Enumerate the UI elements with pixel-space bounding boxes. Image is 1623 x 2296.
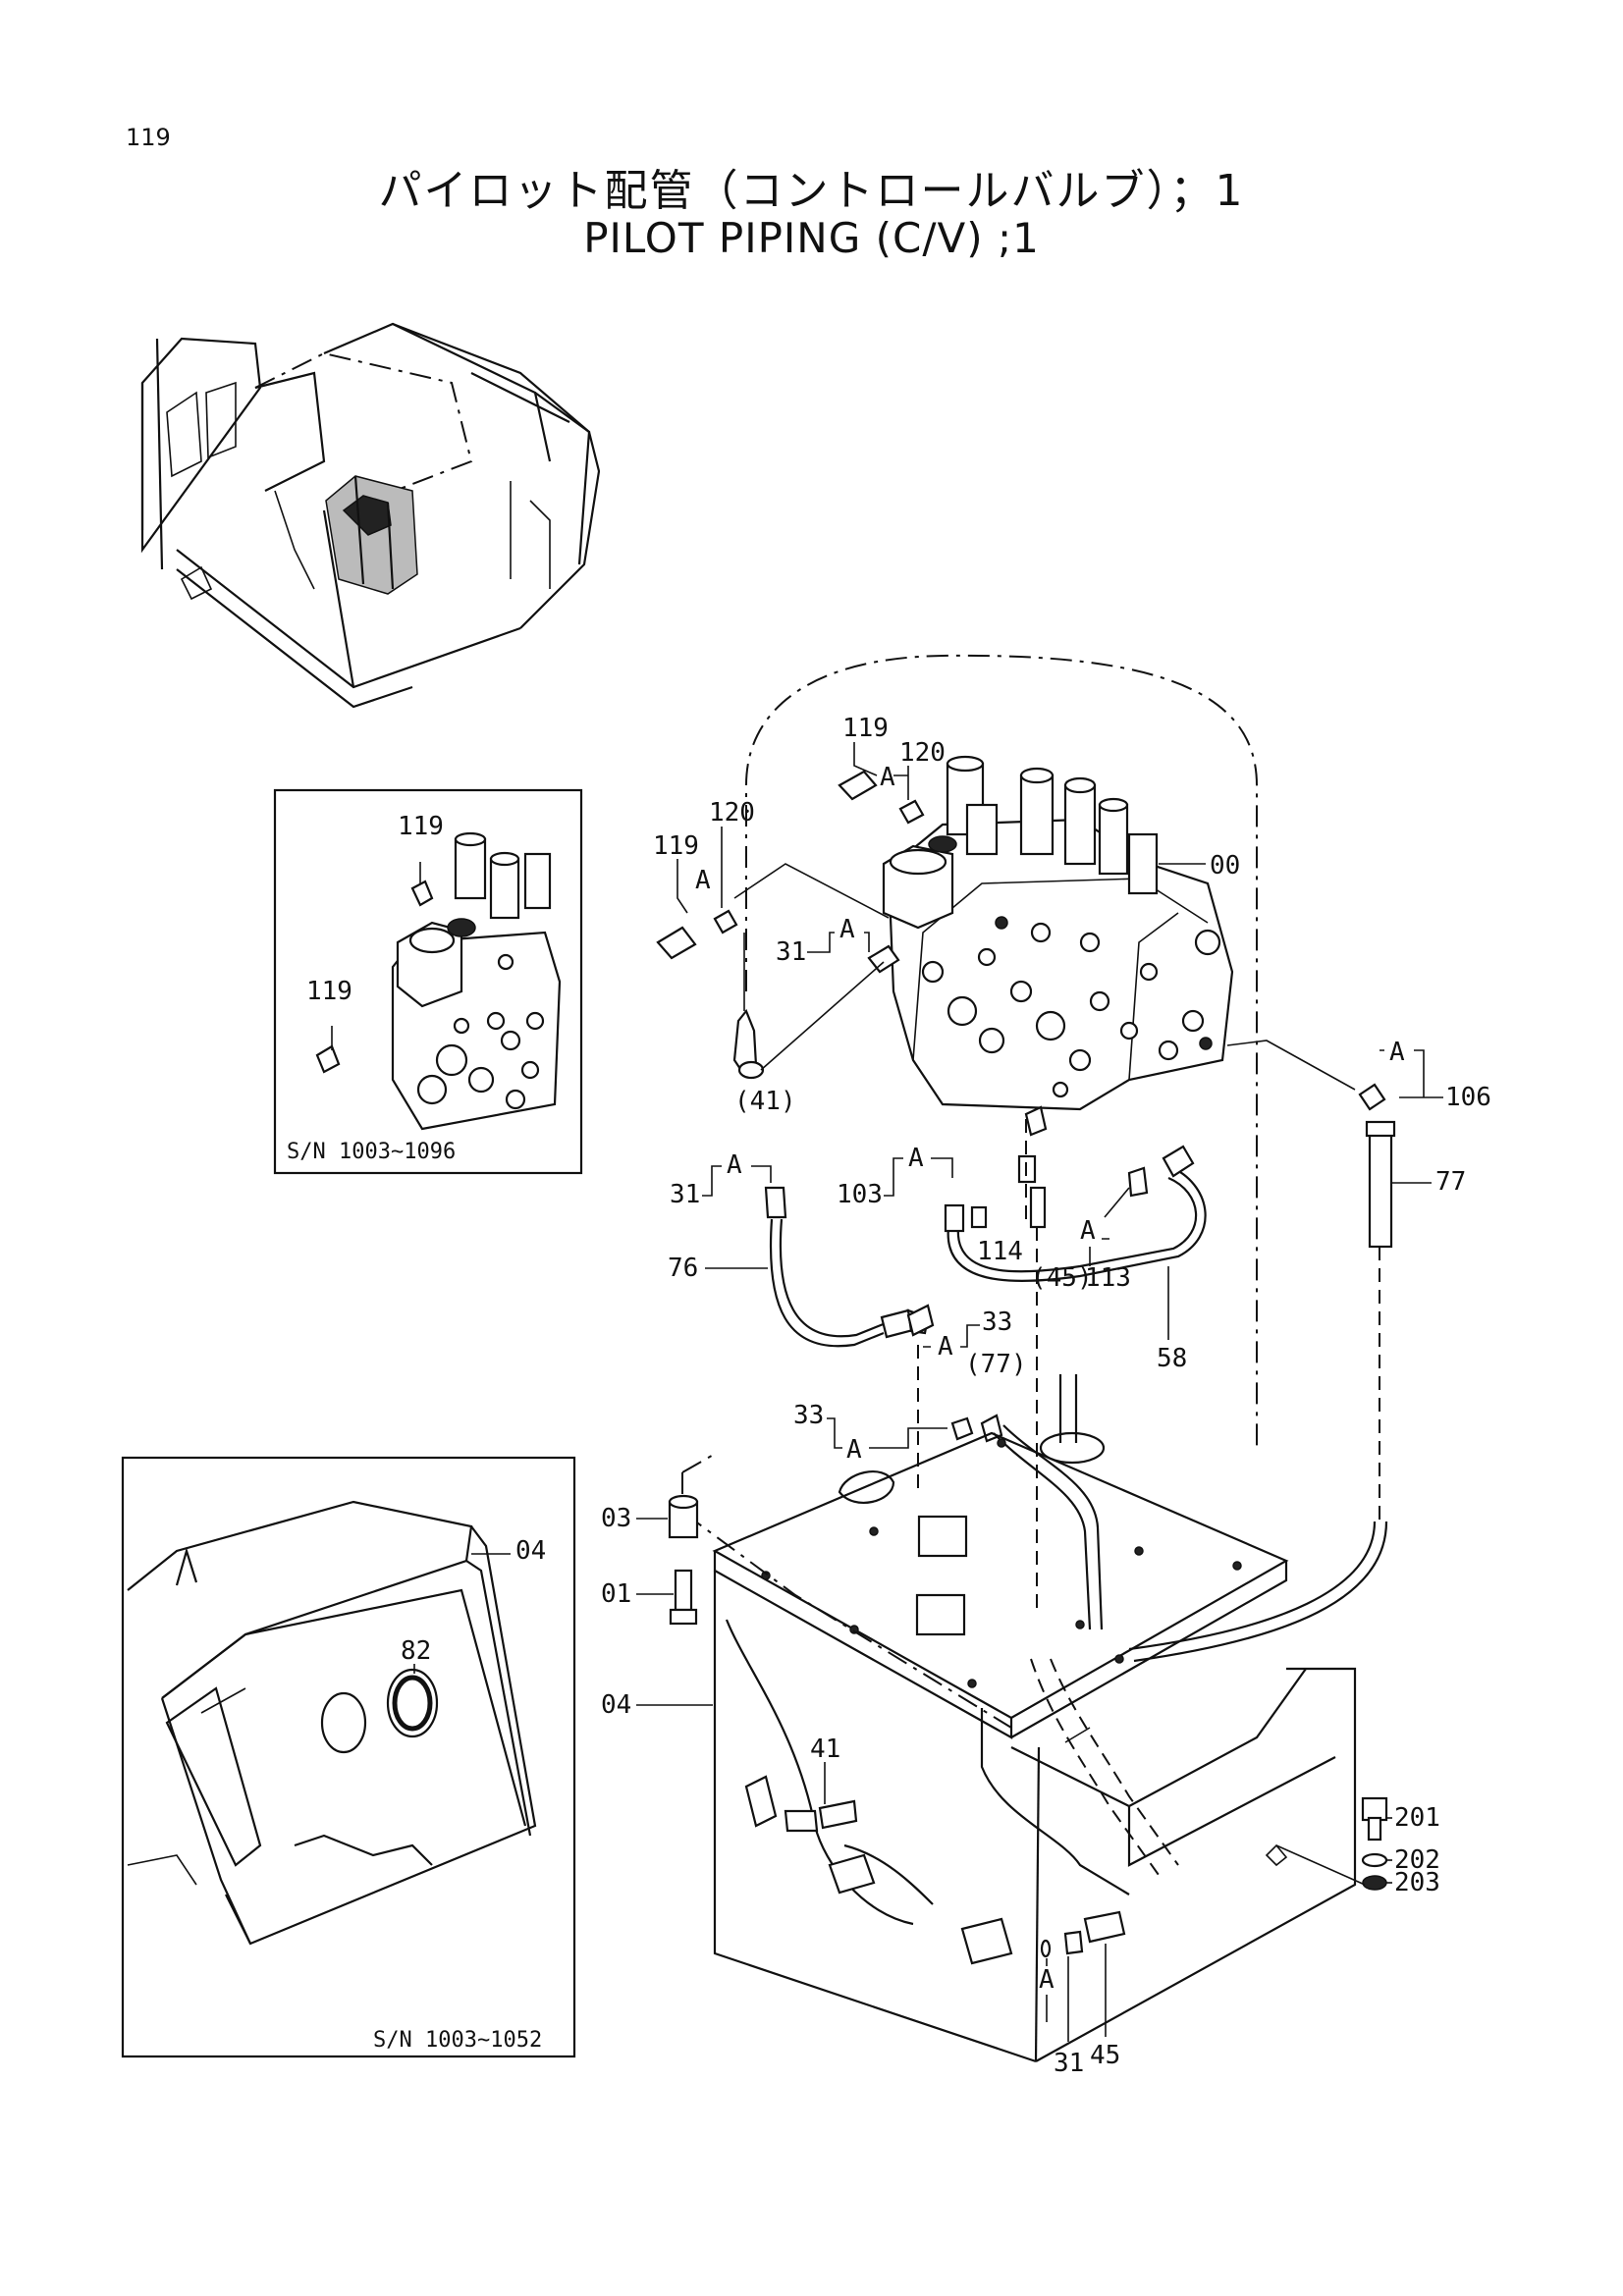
callout-77: 77 <box>1435 1167 1466 1197</box>
callout-76: 76 <box>668 1254 698 1283</box>
callout-41-paren: (41) <box>734 1087 796 1116</box>
callout-31-mid: 31 <box>670 1180 700 1209</box>
callout-77-paren: (77) <box>965 1350 1027 1379</box>
callout-31-upper: 31 <box>776 937 806 967</box>
page-title-english: PILOT PIPING (C/V) ;1 <box>583 214 1040 262</box>
callout-201: 201 <box>1394 1803 1440 1833</box>
callout-45-paren: (45) <box>1031 1263 1093 1293</box>
marker-a: A <box>1080 1216 1096 1246</box>
callout-119-left: 119 <box>653 831 699 861</box>
marker-a: A <box>1039 1965 1055 1995</box>
callout-203: 203 <box>1394 1868 1440 1897</box>
marker-a: A <box>727 1150 742 1180</box>
callout-120-top: 120 <box>899 738 946 768</box>
inset-frame <box>121 1456 576 2058</box>
callout-04-main: 04 <box>601 1690 631 1720</box>
callout-04-inset: 04 <box>515 1536 546 1566</box>
callout-82: 82 <box>401 1636 431 1666</box>
inset-serial-label: S/N 1003~1096 <box>287 1140 456 1164</box>
callout-03: 03 <box>601 1504 631 1533</box>
callout-114: 114 <box>977 1237 1023 1266</box>
callout-01: 01 <box>601 1579 631 1609</box>
callout-119-inset-b: 119 <box>306 977 352 1006</box>
inset-serial-1052: 04 82 S/N 1003~1052 <box>121 1456 576 2058</box>
callout-113: 113 <box>1085 1263 1131 1293</box>
callout-106: 106 <box>1445 1083 1491 1112</box>
page-title-japanese: パイロット配管（コントロールバルブ）；1 <box>378 166 1245 216</box>
callout-103: 103 <box>837 1180 883 1209</box>
page-number: 119 <box>126 124 171 151</box>
marker-a: A <box>880 763 895 792</box>
marker-a: A <box>846 1435 862 1465</box>
callout-00: 00 <box>1210 851 1240 881</box>
marker-a: A <box>1389 1038 1405 1067</box>
inset-serial-label: S/N 1003~1052 <box>373 2028 542 2053</box>
callout-119-top: 119 <box>842 714 889 743</box>
main-assembly: 119 120 A 119 120 A 00 31 A (41) A 106 7… <box>601 654 1491 2078</box>
callout-41: 41 <box>810 1735 840 1764</box>
machine-overview-sketch <box>140 322 601 709</box>
callout-31-lower: 31 <box>1054 2049 1084 2078</box>
marker-a: A <box>839 915 855 944</box>
callout-120-left: 120 <box>709 798 755 828</box>
marker-a: A <box>938 1332 953 1362</box>
callout-33-upper: 33 <box>982 1308 1012 1337</box>
inset-frame <box>273 788 583 1175</box>
callout-33-lower: 33 <box>793 1401 824 1430</box>
callout-202: 202 <box>1394 1845 1440 1875</box>
marker-a: A <box>695 866 711 895</box>
callout-58: 58 <box>1157 1344 1187 1373</box>
inset-serial-1096: 119 119 S/N 1003~1096 <box>273 788 583 1175</box>
callout-119-inset-a: 119 <box>398 812 444 841</box>
callout-45: 45 <box>1090 2041 1120 2070</box>
marker-a: A <box>908 1144 924 1173</box>
